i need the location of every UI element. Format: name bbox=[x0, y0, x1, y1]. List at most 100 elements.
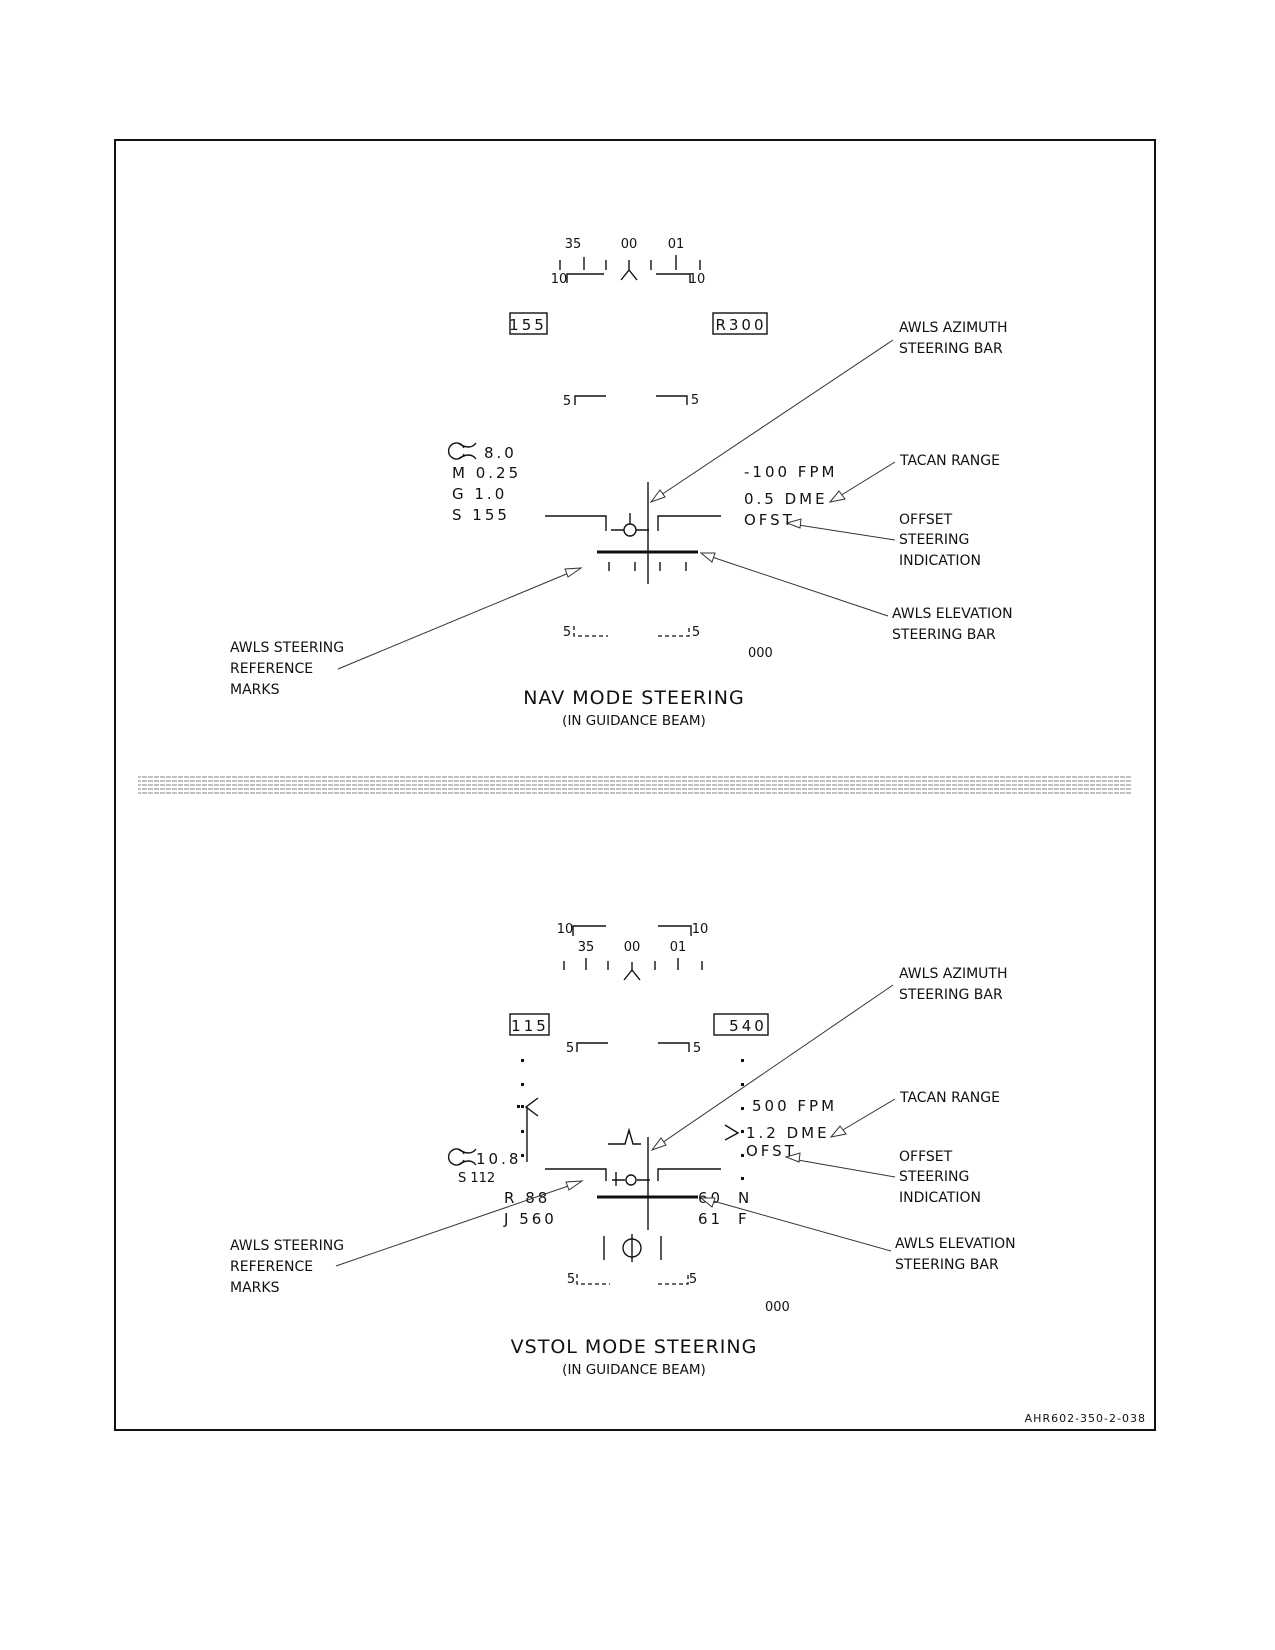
nav-vvi-readout: -100 FPM bbox=[744, 463, 837, 481]
vstol-vvi-readout: 500 FPM bbox=[752, 1097, 837, 1115]
nav-azimuth-arrow-icon bbox=[649, 489, 666, 504]
nav-heading-tick-01: 01 bbox=[668, 237, 685, 252]
vstol-callout-reference-1: AWLS STEERING bbox=[230, 1238, 344, 1254]
vstol-mode-title: VSTOL MODE STEERING bbox=[511, 1336, 758, 1358]
nav-tacan-dme-readout: 0.5 DME bbox=[744, 490, 828, 508]
nav-callout-elevation-1: AWLS ELEVATION bbox=[892, 606, 1013, 622]
nav-mode-panel: 35 00 01 10 10 155 R300 5 5 8.0 M 0.25 G… bbox=[230, 237, 1013, 729]
vstol-callout-offset-3: INDICATION bbox=[899, 1190, 981, 1206]
vstol-pitch-5-lines: 5 5 bbox=[566, 1041, 701, 1056]
vstol-j-readout: J 560 bbox=[503, 1210, 557, 1228]
vstol-r-readout: R 88 bbox=[504, 1189, 550, 1207]
vstol-callout-reference-3: MARKS bbox=[230, 1280, 280, 1296]
vstol-callout-elevation-1: AWLS ELEVATION bbox=[895, 1236, 1016, 1252]
nav-aoa-alpha-icon bbox=[447, 442, 477, 460]
vstol-s-readout: S 112 bbox=[458, 1171, 495, 1186]
vstol-reference-arrow-icon bbox=[565, 1180, 584, 1191]
vstol-nozzle-bottom-readout: 61 bbox=[698, 1210, 723, 1228]
nav-heading-tick-00: 00 bbox=[621, 237, 638, 252]
vstol-offset-readout: OFST bbox=[746, 1142, 797, 1160]
vstol-right-data-block: 500 FPM 1.2 DME OFST 60 61 N F bbox=[698, 1097, 837, 1228]
nav-callout-reference-3: MARKS bbox=[230, 682, 280, 698]
vstol-pitch-10-lines: 10 10 bbox=[557, 922, 709, 937]
vstol-n-indicator: N bbox=[738, 1189, 752, 1207]
vstol-velocity-vector-icon bbox=[625, 1174, 637, 1186]
vstol-callout-offset-2: STEERING bbox=[899, 1169, 969, 1185]
vstol-left-scale-pointer-icon bbox=[524, 1097, 539, 1162]
nav-pitch-neg5-right-label: 5 bbox=[692, 625, 700, 640]
vstol-altitude-box bbox=[713, 1013, 769, 1036]
nav-left-data-block: 8.0 M 0.25 G 1.0 S 155 bbox=[447, 442, 518, 524]
nav-callout-offset-2: STEERING bbox=[899, 532, 969, 548]
vstol-heading-readout: 000 bbox=[765, 1300, 790, 1315]
vstol-airspeed-box bbox=[509, 1013, 550, 1036]
nav-s-readout: S 155 bbox=[452, 506, 510, 524]
vstol-mode-subtitle: (IN GUIDANCE BEAM) bbox=[562, 1362, 706, 1378]
vstol-offset-arrow-icon bbox=[784, 1152, 801, 1163]
nav-pitch-10-lines: 10 10 bbox=[551, 272, 706, 287]
nav-heading-tick-35: 35 bbox=[565, 237, 582, 252]
vstol-pitch-carat-icon bbox=[608, 1127, 641, 1145]
nav-offset-arrow-icon bbox=[785, 518, 802, 529]
nav-airspeed-value: 155 bbox=[509, 316, 547, 334]
nav-heading-caret-icon bbox=[620, 260, 638, 281]
nav-steering-reference-marks bbox=[608, 562, 687, 571]
nav-callout-azimuth-1: AWLS AZIMUTH bbox=[899, 320, 1008, 336]
nav-heading-scale: 35 00 01 bbox=[559, 237, 701, 281]
nav-pitch-10-left-label: 10 bbox=[551, 272, 568, 287]
vstol-azimuth-arrow-icon bbox=[650, 1137, 667, 1152]
nav-mode-subtitle: (IN GUIDANCE BEAM) bbox=[562, 713, 706, 729]
nav-velocity-vector-icon bbox=[623, 523, 637, 537]
nav-elevation-arrow-icon bbox=[699, 552, 716, 563]
vstol-elevation-arrow-icon bbox=[699, 1197, 716, 1208]
nav-reference-arrow-icon bbox=[564, 567, 583, 578]
nav-right-data-block: -100 FPM 0.5 DME OFST bbox=[744, 463, 837, 529]
nav-airspeed-box bbox=[509, 312, 548, 335]
vstol-aoa-value: 10.8 bbox=[476, 1150, 521, 1168]
vstol-tacan-dme-readout: 1.2 DME bbox=[746, 1124, 830, 1142]
vstol-right-scale bbox=[724, 1059, 744, 1180]
nav-callout-elevation-2: STEERING BAR bbox=[892, 627, 996, 643]
nav-pitch-10-right-label: 10 bbox=[689, 272, 706, 287]
vstol-pitch-10-right-label: 10 bbox=[692, 922, 709, 937]
nav-altitude-box bbox=[712, 312, 768, 335]
vstol-callout-azimuth-2: STEERING BAR bbox=[899, 987, 1003, 1003]
vstol-pitch-neg5-lines: 5 5 bbox=[567, 1272, 697, 1287]
nav-pitch-5-right-label: 5 bbox=[691, 393, 699, 408]
nav-heading-readout: 000 bbox=[748, 646, 773, 661]
nav-callout-offset-3: INDICATION bbox=[899, 553, 981, 569]
vstol-airspeed-value: 115 bbox=[511, 1017, 549, 1035]
nav-pitch-5-lines: 5 5 bbox=[563, 393, 699, 409]
vstol-pitch-10-left-label: 10 bbox=[557, 922, 574, 937]
figure-code: AHR602-350-2-038 bbox=[1025, 1412, 1146, 1425]
nav-pitch-neg5-lines: 5 5 bbox=[563, 625, 700, 640]
panel-separator bbox=[138, 775, 1132, 795]
nav-callout-reference-2: REFERENCE bbox=[230, 661, 313, 677]
nav-tacan-arrow-icon bbox=[828, 490, 846, 503]
nav-horizon-line bbox=[545, 515, 721, 531]
vstol-pitch-neg5-left-label: 5 bbox=[567, 1272, 575, 1287]
vstol-left-scale bbox=[517, 1059, 539, 1162]
vstol-aoa-alpha-icon bbox=[447, 1148, 477, 1166]
vstol-pitch-5-right-label: 5 bbox=[693, 1041, 701, 1056]
vstol-heading-tick-01: 01 bbox=[670, 940, 687, 955]
nav-aoa-value: 8.0 bbox=[484, 444, 517, 462]
vstol-mode-panel: 10 10 35 00 01 115 540 5 5 bbox=[230, 922, 1016, 1378]
vstol-callouts: AWLS AZIMUTH STEERING BAR TACAN RANGE OF… bbox=[230, 966, 1016, 1296]
vstol-altitude-value: 540 bbox=[729, 1017, 767, 1035]
vstol-heading-caret-icon bbox=[623, 962, 641, 981]
vstol-heading-scale: 35 00 01 bbox=[563, 940, 703, 981]
vstol-horizon-line bbox=[545, 1168, 721, 1181]
nav-mode-title: NAV MODE STEERING bbox=[523, 687, 744, 709]
nav-offset-readout: OFST bbox=[744, 511, 795, 529]
nav-callout-azimuth-2: STEERING BAR bbox=[899, 341, 1003, 357]
vstol-callout-elevation-2: STEERING BAR bbox=[895, 1257, 999, 1273]
vstol-callout-reference-2: REFERENCE bbox=[230, 1259, 313, 1275]
vstol-callout-offset-1: OFFSET bbox=[899, 1149, 953, 1165]
vstol-tacan-arrow-icon bbox=[829, 1125, 847, 1138]
vstol-hover-symbol bbox=[603, 1234, 662, 1262]
vstol-heading-tick-00: 00 bbox=[624, 940, 641, 955]
vstol-callout-tacan: TACAN RANGE bbox=[899, 1090, 1000, 1106]
vstol-left-data-block: 10.8 S 112 R 88 J 560 bbox=[447, 1148, 557, 1228]
